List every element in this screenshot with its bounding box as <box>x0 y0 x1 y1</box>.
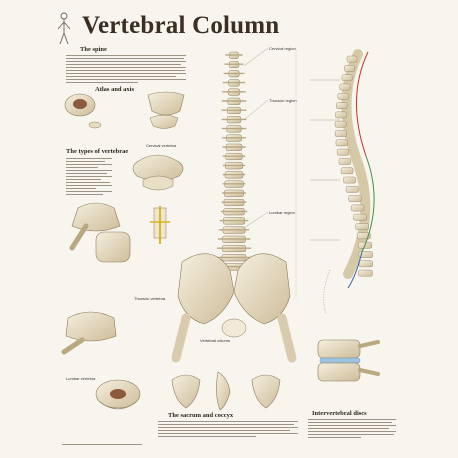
label-thoracic-vertebra: Thoracic vertebra <box>134 296 166 301</box>
label-thoracic-region: Thoracic region <box>269 98 297 103</box>
lateral-vertebra <box>344 65 355 72</box>
lateral-vertebra <box>340 167 354 175</box>
discs-text-block <box>308 419 396 440</box>
footer-fine-print <box>62 444 142 447</box>
intervertebral-disc-illustration <box>317 339 380 382</box>
lateral-vertebra <box>358 260 373 268</box>
lateral-vertebra <box>355 223 369 230</box>
lateral-vertebra <box>334 120 347 128</box>
label-vertebral-column: Vertebral column <box>200 338 231 343</box>
lateral-vertebra <box>350 204 365 212</box>
label-cervical-region: Cervical region <box>269 46 296 51</box>
atlas-illustration <box>64 93 102 129</box>
lateral-vertebra <box>356 232 371 240</box>
spine-column-illustration <box>215 51 253 271</box>
types-text-block <box>66 158 112 197</box>
label-cervical-vertebra: Cervical vertebra <box>146 143 177 148</box>
heading-sacrum-coccyx: The sacrum and coccyx <box>168 412 234 419</box>
lateral-vertebra <box>348 195 362 202</box>
heading-types-of-vertebrae: The types of vertebrae <box>66 148 129 155</box>
axis-illustration <box>147 91 185 129</box>
lumbar-vertebra-illustration <box>61 311 141 410</box>
pelvis-illustration <box>171 253 297 363</box>
spine-text-block <box>66 55 186 85</box>
lateral-vertebra <box>353 213 367 221</box>
lateral-vertebra <box>341 74 353 82</box>
lateral-vertebra <box>343 176 356 184</box>
nerve-bundle-illustration <box>150 206 170 244</box>
lateral-vertebra <box>336 148 350 156</box>
label-lumbar-region: Lumbar region <box>269 210 295 215</box>
cervical-vertebra-illustration <box>132 154 184 191</box>
lateral-vertebra <box>338 158 352 165</box>
lateral-vertebra <box>339 83 351 91</box>
lateral-vertebra <box>358 251 373 258</box>
lateral-vertebrae <box>334 55 373 277</box>
heading-spine: The spine <box>80 46 107 53</box>
lateral-vertebra <box>346 55 358 63</box>
human-figure-icon <box>57 12 71 45</box>
heading-atlas-axis: Atlas and axis <box>95 86 135 93</box>
lateral-spine-illustration <box>323 49 375 315</box>
lateral-vertebra <box>345 186 359 193</box>
label-lumbar-vertebra: Lumbar vertebra <box>66 376 96 381</box>
lateral-vertebra <box>335 139 348 147</box>
lateral-vertebra <box>336 102 348 109</box>
poster-title: Vertebral Column <box>82 12 280 39</box>
heading-intervertebral-discs: Intervertebral discs <box>312 410 367 417</box>
sacrum-figures-illustration <box>171 371 281 411</box>
lateral-vertebra <box>358 269 373 277</box>
lateral-vertebra <box>335 111 347 119</box>
leader-lines <box>243 47 340 300</box>
sacrum-text-block <box>158 421 298 439</box>
lateral-vertebra <box>337 93 349 100</box>
lateral-vertebra <box>334 130 347 137</box>
thoracic-vertebra-illustration <box>69 202 131 263</box>
